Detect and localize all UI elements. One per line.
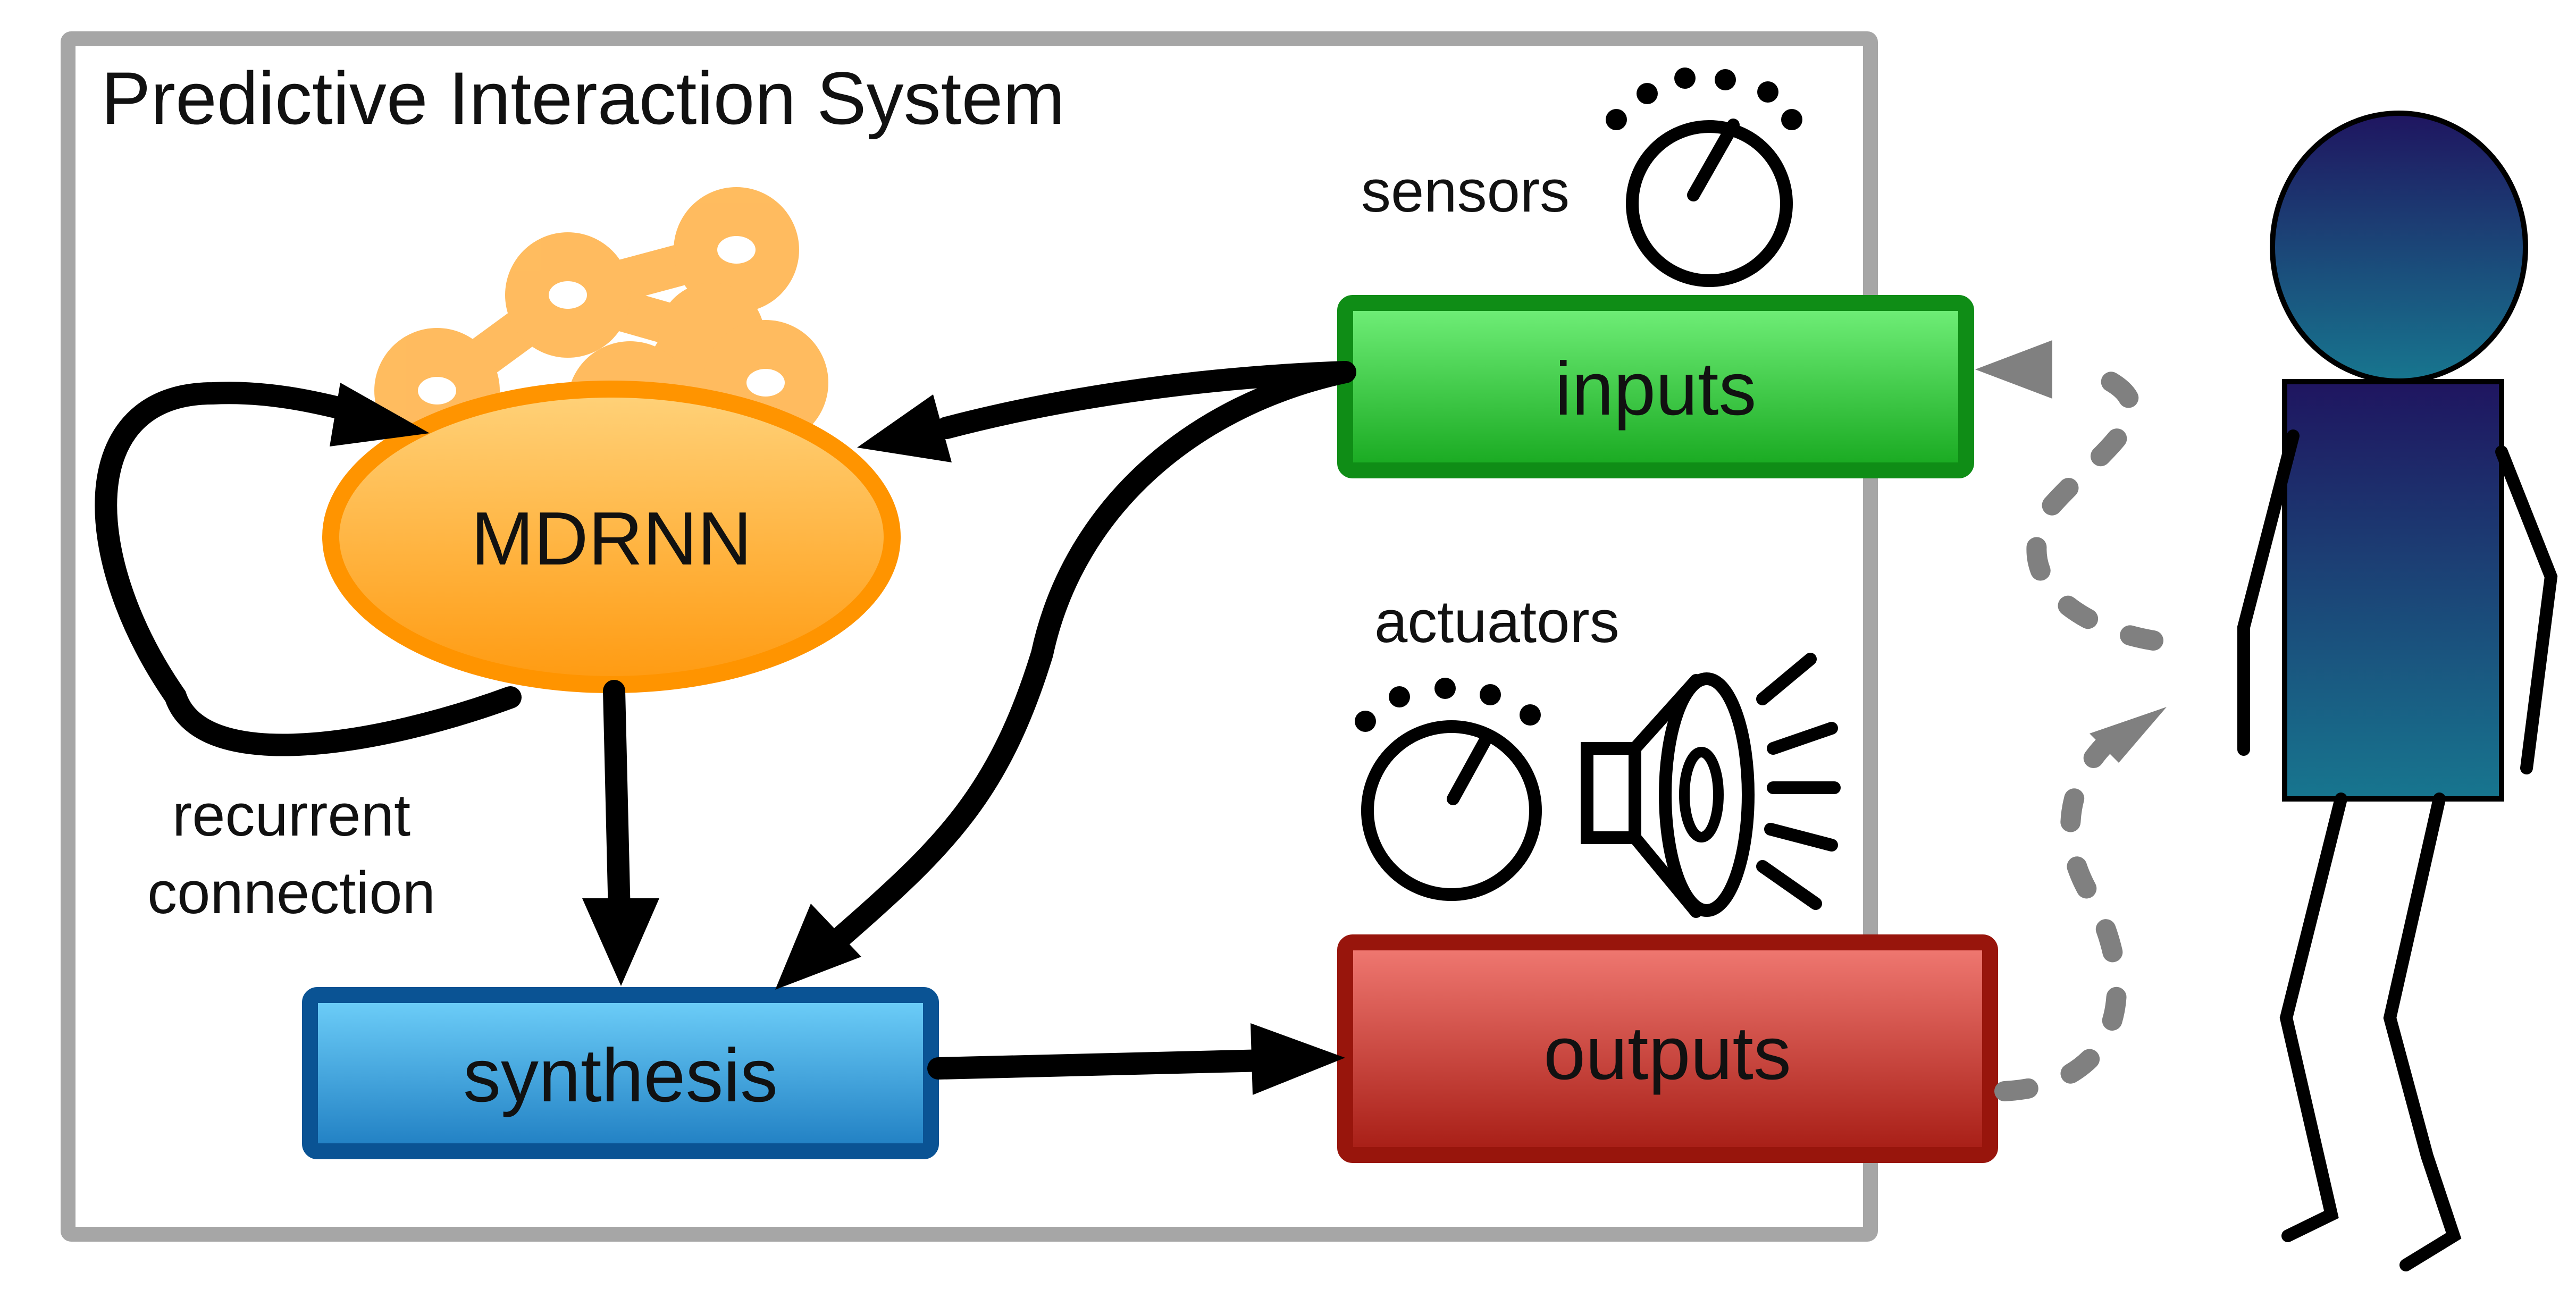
knob-icon <box>1606 68 1802 287</box>
mdrnn-label: MDRNN <box>471 496 752 581</box>
synthesis-label: synthesis <box>463 1033 778 1118</box>
system-frame <box>61 31 1878 1242</box>
arrow-inputs-to-mdrnn <box>857 361 1356 462</box>
mdrnn-node: MDRNN <box>322 381 901 693</box>
arrow-mdrnn-to-synthesis <box>582 680 659 986</box>
outputs-node: outputs <box>1337 934 1998 1163</box>
arrow-inputs-to-synthesis <box>775 361 1356 990</box>
recurrent-connection-arrow <box>95 382 522 756</box>
synthesis-node: synthesis <box>302 987 939 1159</box>
inputs-label: inputs <box>1555 347 1757 431</box>
outputs-label: outputs <box>1543 1011 1791 1095</box>
recurrent-label-line2: connection <box>147 859 435 926</box>
arrow-synthesis-to-outputs <box>927 1023 1345 1095</box>
knob-icon <box>1355 678 1542 901</box>
system-title: Predictive Interaction System <box>101 56 1065 140</box>
speaker-icon <box>1581 653 1841 918</box>
inputs-node: inputs <box>1337 295 1974 478</box>
sensors-label: sensors <box>1361 158 1570 224</box>
person-icon <box>2237 111 2558 1271</box>
interaction-arrows <box>1975 340 2167 1101</box>
actuators-label: actuators <box>1374 588 1620 655</box>
recurrent-label-line1: recurrent <box>172 782 410 848</box>
